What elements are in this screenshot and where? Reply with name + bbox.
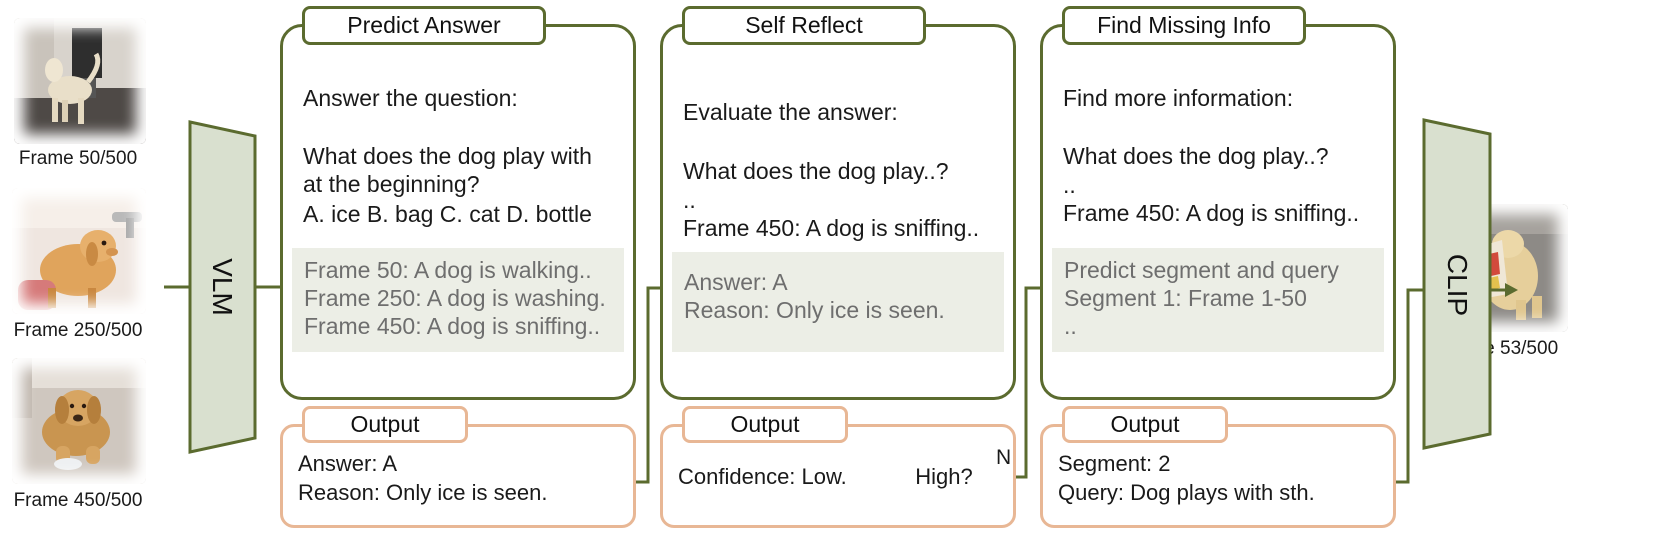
find-missing-info-output-2: Query: Dog plays with sth. [1058,480,1315,505]
self-reflect-prompt-3: What does the dog play..? [683,158,949,184]
find-missing-info-memory: Predict segment and query Segment 1: Fra… [1052,248,1384,352]
frame-450-label: Frame 450/500 [13,490,143,511]
dog-lying-image [12,358,146,484]
find-missing-info-prompt-4: .. [1063,172,1076,198]
self-reflect-output-title: Output [682,406,848,443]
memory-line: Answer: A [684,269,788,295]
vlm-label: VLM [207,258,238,316]
memory-line: .. [1064,313,1077,339]
decision-label: High? [915,464,973,489]
predict-answer-prompt-4: at the beginning? [303,171,480,197]
find-missing-info-prompt-5: Frame 450: A dog is sniffing.. [1063,200,1360,226]
frame-450-thumbnail [12,358,146,484]
predict-answer-output-title: Output [302,406,468,443]
self-reflect-prompt-4: .. [683,187,696,213]
frame-50-label: Frame 50/500 [18,148,138,169]
predict-answer-prompt-1: Answer the question: [303,85,518,111]
predict-answer-title: Predict Answer [302,6,546,45]
self-reflect-prompt-1: Evaluate the answer: [683,99,898,125]
frame-50-thumbnail [14,18,146,144]
memory-line: Frame 250: A dog is washing. [304,285,606,311]
memory-line: Reason: Only ice is seen. [684,297,945,323]
decision-branch-label: N [996,446,1012,469]
predict-answer-prompt-3: What does the dog play with [303,143,592,169]
predict-answer-output-1: Answer: A [298,451,398,476]
predict-answer-memory: Frame 50: A dog is walking.. Frame 250: … [292,248,624,352]
memory-line: Frame 50: A dog is walking.. [304,257,592,283]
find-missing-info-prompt-1: Find more information: [1063,85,1294,111]
memory-line: Segment 1: Frame 1-50 [1064,285,1307,311]
memory-line: Predict segment and query [1064,257,1339,283]
self-reflect-output-1: Confidence: Low. [678,464,847,489]
find-missing-info-title: Find Missing Info [1062,6,1306,45]
find-missing-info-prompt-3: What does the dog play..? [1063,143,1329,169]
memory-line: Frame 450: A dog is sniffing.. [304,313,601,339]
dog-standing-image [14,18,146,144]
self-reflect-title: Self Reflect [682,6,926,45]
predict-answer-output-2: Reason: Only ice is seen. [298,480,548,505]
find-missing-info-output-1: Segment: 2 [1058,451,1171,476]
frame-250-thumbnail [12,188,146,314]
clip-label: CLIP [1442,253,1473,317]
dog-bath-image [12,188,146,314]
find-missing-info-output-title: Output [1062,406,1228,443]
frame-250-label: Frame 250/500 [13,320,143,341]
self-reflect-prompt-5: Frame 450: A dog is sniffing.. [683,215,980,241]
self-reflect-memory: Answer: A Reason: Only ice is seen. [672,252,1004,352]
predict-answer-prompt-5: A. ice B. bag C. cat D. bottle [303,201,592,227]
